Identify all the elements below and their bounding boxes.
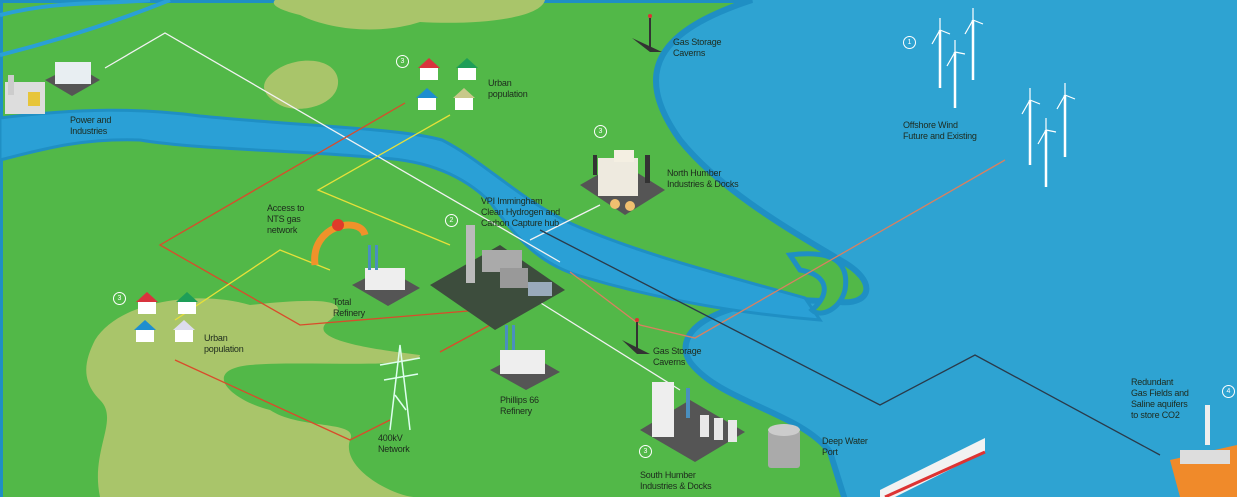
label-offshore-wind: Offshore Wind Future and Existing (903, 120, 977, 141)
stream (0, 0, 171, 57)
label-gas-storage-south: Gas Storage Caverns (653, 346, 702, 367)
co2-line (539, 229, 1161, 456)
nts-gas-pipe-icon (311, 219, 369, 266)
label-north-humber: North Humber Industries & Docks (667, 168, 739, 189)
ship-icon (880, 438, 986, 497)
sand-patch-north (273, 0, 545, 30)
label-urban-south: Urban population (204, 333, 244, 354)
oil-rig-icon (1170, 405, 1237, 497)
electricity-south (174, 359, 391, 441)
label-vpi-hub: VPI Immingham Clean Hydrogen and Carbon … (481, 196, 560, 228)
label-redundant-fields: Redundant Gas Fields and Saline aquifers… (1131, 377, 1189, 420)
label-power-industries: Power and Industries (70, 115, 112, 136)
label-south-humber: South Humber Industries & Docks (640, 470, 712, 491)
vpi-hub-icon (430, 225, 565, 330)
label-nts-access: Access to NTS gas network (267, 203, 305, 235)
total-refinery-icon (352, 245, 420, 306)
south-humber-factory-icon (640, 382, 800, 468)
marker-south-humber: 3 (639, 445, 652, 458)
label-gas-storage-north: Gas Storage Caverns (673, 37, 722, 58)
label-phillips-refinery: Phillips 66 Refinery (500, 395, 539, 416)
electricity-pylon (439, 324, 491, 353)
houses-south (134, 292, 198, 342)
electricity-line (158, 102, 481, 326)
marker-urban-north: 3 (396, 55, 409, 68)
hydrogen-line (316, 114, 451, 246)
houses-north (416, 58, 478, 110)
flow-lines (104, 32, 1161, 456)
label-deep-water-port: Deep Water Port (822, 436, 868, 457)
label-400kv-network: 400kV Network (378, 433, 410, 454)
spit (785, 251, 849, 316)
phillips-refinery-icon (490, 325, 560, 390)
pylon-icon (379, 344, 421, 431)
marker-north-humber: 3 (594, 125, 607, 138)
north-humber-factory-icon (580, 150, 665, 215)
electricity-offshore (569, 159, 1006, 339)
gas-to-south-humber (519, 289, 681, 391)
label-urban-north: Urban population (488, 78, 528, 99)
sand-patch-mid (264, 60, 339, 109)
gas-line (104, 32, 561, 263)
sand-patch-south (86, 298, 420, 497)
marker-rig: 4 (1222, 385, 1235, 398)
power-plant-icon (5, 62, 100, 114)
label-total-refinery: Total Refinery (333, 297, 365, 318)
wind-turbines-icon (931, 8, 1076, 187)
marker-wind: 1 (903, 36, 916, 49)
river (0, 108, 824, 322)
gas-to-north-humber (529, 204, 601, 241)
marker-urban-south: 3 (113, 292, 126, 305)
gas-storage-icon (622, 14, 662, 354)
marker-hub: 2 (445, 214, 458, 227)
